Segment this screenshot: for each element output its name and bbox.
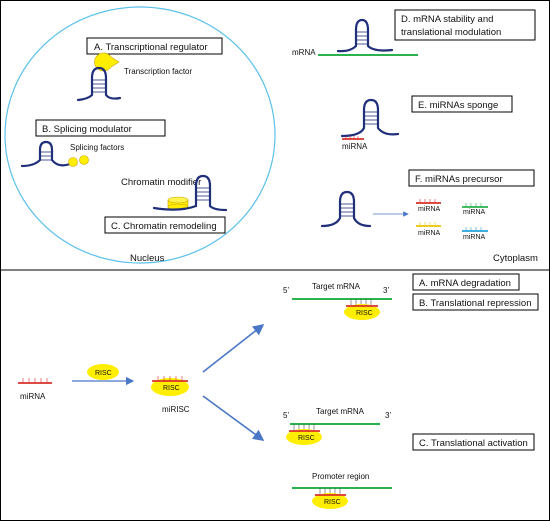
box-translational-repression [412,293,539,311]
label-transcriptional-regulator: A. Transcriptional regulator [94,42,208,53]
label-5prime-lower: 5’ [283,411,289,420]
risc-free [87,364,119,380]
stem-loop-f [320,190,372,228]
label-mrna: mRNA [292,48,316,57]
free-mirna [18,378,52,384]
label-risc-mirisc: RISC [163,385,180,392]
nucleus-circle [4,6,276,264]
label-mrna-degradation: A. mRNA degradation [419,278,511,289]
nucleus-group: A. Transcriptional regulator Transcripti… [4,6,276,264]
label-risc-upper: RISC [356,310,373,317]
cytoplasm-group: D. mRNA stability and translational modu… [292,9,538,264]
label-5prime-upper: 5’ [283,286,289,295]
label-transcription-factor: Transcription factor [124,67,193,76]
label-cytoplasm: Cytoplasm [493,253,538,264]
stem-loop-e [340,98,400,138]
label-promoter-region: Promoter region [312,472,369,481]
mirna-green-f [462,203,488,208]
splicing-factor-1 [68,157,78,167]
label-mirna-yellow: miRNA [418,230,440,237]
label-splicing-modulator: B. Splicing modulator [42,124,132,135]
label-mirnas-precursor: F. miRNAs precursor [415,174,503,185]
label-translational-activation: C. Translational activation [419,438,528,449]
label-translational-repression: B. Translational repression [419,298,531,309]
label-chromatin-remodeling: C. Chromatin remodeling [111,221,217,232]
label-3prime-lower: 3’ [385,411,391,420]
mirna-blue-f [462,227,488,232]
label-mrna-stability-line1: D. mRNA stability and [401,14,493,25]
box-chromatin-remodeling [104,216,226,234]
arrow-down-branch [202,395,265,441]
mirisc-lower [286,424,322,445]
label-target-mrna-upper: Target mRNA [312,282,361,291]
label-mrna-stability-line2: translational modulation [401,27,501,38]
mirna-bound-e [342,136,364,140]
label-nucleus: Nucleus [130,253,165,264]
box-transcriptional-regulator [86,37,223,55]
mirisc-complex [151,376,189,396]
box-mrna-stability [394,9,536,41]
stem-loop-a [76,66,122,102]
label-chromatin-modifier: Chromatin modifier [121,177,201,188]
mirna-yellow-f [416,222,441,227]
mirna-red-f [416,199,441,204]
label-3prime-upper: 3’ [383,286,389,295]
box-mirnas-precursor [408,169,535,187]
stem-loop-b [20,140,72,168]
label-mirna-red: miRNA [418,206,440,213]
box-splicing-modulator [35,119,166,137]
box-mirnas-sponge [411,95,513,113]
label-risc-free: RISC [95,370,112,377]
mirisc-upper [344,299,380,320]
splicing-factor-2 [79,155,89,165]
label-risc-promoter: RISC [324,499,341,506]
label-mirna-blue: miRNA [463,234,485,241]
mirisc-promoter [312,488,348,509]
transcription-factor-shape [94,52,120,72]
label-mirnas-sponge: E. miRNAs sponge [418,100,498,111]
box-mrna-degradation [412,273,520,291]
stem-loop-d [336,18,394,53]
label-splicing-factors: Splicing factors [70,143,124,152]
bottom-panel: A. mRNA degradation B. Translational rep… [18,273,539,509]
label-mirisc: miRISC [162,405,190,414]
label-mirna-e: miRNA [342,142,368,151]
label-free-mirna: miRNA [20,392,46,401]
stem-loop-c [152,174,228,212]
label-target-mrna-lower: Target mRNA [316,407,365,416]
label-risc-lower: RISC [298,435,315,442]
label-mirna-green: miRNA [463,209,485,216]
arrow-up-branch [202,324,265,373]
box-translational-activation [412,433,535,451]
